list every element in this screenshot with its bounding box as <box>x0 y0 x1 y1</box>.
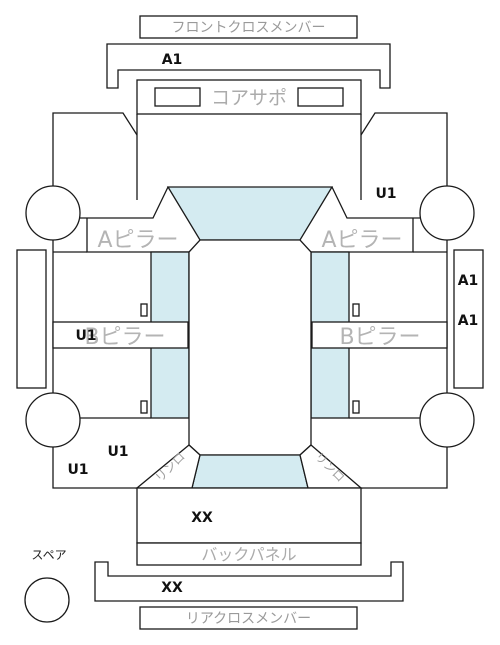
door-handle-right-front <box>352 303 360 317</box>
core-support-right-slot <box>297 87 344 107</box>
door-handle-left-rear <box>140 400 148 414</box>
left-rear-inner-code: U1 <box>107 444 128 460</box>
wheel-rear-right <box>419 392 475 448</box>
rear-cross-member-code: XX <box>161 580 183 596</box>
left-b-pillar <box>52 321 189 349</box>
left-a-pillar-label: Aピラー <box>97 228 178 253</box>
right-b-pillar <box>311 321 448 349</box>
back-panel-code: XX <box>191 510 213 526</box>
windshield <box>166 186 334 241</box>
rear-cross-member-label-box <box>139 606 358 630</box>
door-handle-right-rear <box>352 400 360 414</box>
left-fender <box>52 112 138 187</box>
front-cross-member-label: フロントクロスメンバー <box>172 20 326 36</box>
left-b-pillar-code: U1 <box>75 328 96 344</box>
body-outline-right <box>361 187 448 489</box>
back-panel-label: バックパネル <box>201 545 296 564</box>
body-outline-left <box>52 187 137 489</box>
left-b-pillar-label: Bピラー <box>84 325 165 350</box>
back-panel <box>136 542 362 566</box>
roof <box>188 239 312 456</box>
spare-label: スペア <box>31 548 66 562</box>
rear-cross-member <box>94 561 404 602</box>
rear-windshield <box>191 454 309 489</box>
right-b-pillar-label: Bピラー <box>339 325 420 350</box>
right-side-sill-code-upper: A1 <box>458 273 479 289</box>
right-side-sill <box>453 249 484 389</box>
front-cross-member-label-box <box>139 15 358 39</box>
core-support-label: コアサポ <box>211 87 287 109</box>
trunk-area <box>136 487 362 544</box>
right-a-pillar-label: Aピラー <box>321 228 402 253</box>
core-support-left-slot <box>154 87 201 107</box>
front-cross-member-code: A1 <box>162 52 183 68</box>
right-side-sill-code-lower: A1 <box>458 313 479 329</box>
door-handle-left-front <box>140 303 148 317</box>
spare-tire <box>24 577 70 623</box>
left-rear-outer-code: U1 <box>67 462 88 478</box>
wheel-front-right <box>419 185 475 241</box>
wheel-front-left <box>25 185 81 241</box>
wheel-rear-left <box>25 392 81 448</box>
rear-cross-member-label: リアクロスメンバー <box>186 611 311 627</box>
right-fender <box>360 112 448 187</box>
right-a-pillar-code: U1 <box>375 186 396 202</box>
left-side-sill <box>16 249 47 389</box>
front-cross-member <box>106 43 391 89</box>
